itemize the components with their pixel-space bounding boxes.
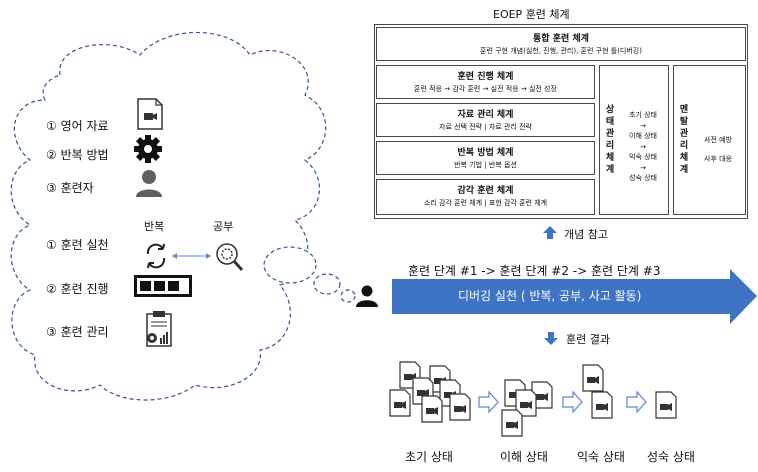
gear-icon [134, 135, 162, 163]
result-initial: 초기 상태 [405, 450, 453, 464]
method-title: 반복 방법 체계 [457, 148, 514, 158]
clipboard-chart-icon [146, 311, 172, 347]
state-mgmt-title: 상태관리체계 [605, 105, 615, 175]
flow-arrow [626, 391, 647, 413]
refresh-icon [146, 243, 166, 269]
state-list: 초기 상태 → 이해 상태 → 익숙 상태 → 성숙 상태 [618, 110, 668, 184]
progress-system: 훈련 진행 체계 훈련 적응 → 감각 훈련 → 실전 적응 → 실전 성장 [376, 65, 595, 99]
document-video-icon [137, 98, 163, 130]
thinker-person-icon [356, 285, 378, 307]
cloud-item-trainee: ③ 훈련자 [46, 181, 94, 195]
training-stages: 훈련 단계 #1 -> 훈련 단계 #2 -> 훈련 단계 #3 [408, 264, 661, 278]
framework-container [374, 24, 748, 219]
mental-mgmt-title: 멘탈관리체계 [679, 105, 689, 175]
result-familiar: 익숙 상태 [577, 450, 625, 464]
state-item: 이해 상태 [629, 132, 657, 140]
flow-arrow [478, 391, 499, 413]
state-item: 익숙 상태 [629, 153, 657, 161]
mature-state-document [655, 391, 677, 419]
debugging-practice-label: 디버깅 실천 ( 반복, 공부, 사고 활동) [458, 289, 642, 303]
mental-item: 사후 대응 [704, 155, 732, 163]
material-sub: 자료 선택 전략 | 자료 관리 전략 [439, 123, 532, 131]
progress-sub: 훈련 적응 → 감각 훈련 → 실전 적응 → 실전 성장 [414, 85, 557, 93]
integrated-training-system: 통합 훈련 체계 훈련 구현 개념(실천, 진행, 관리), 훈련 구현 틀(디… [376, 27, 746, 61]
gear-magnifier-icon [216, 243, 244, 271]
method-system: 반복 방법 체계 반복 기법 | 반복 옵션 [376, 141, 595, 175]
familiar-state-documents [582, 364, 613, 419]
cloud-item-training-progress: ② 훈련 진행 [46, 282, 109, 296]
sense-title: 감각 훈련 체계 [457, 186, 514, 196]
down-arrow-icon [544, 332, 558, 345]
material-title: 자료 관리 체계 [457, 110, 514, 120]
flow-arrow [562, 391, 583, 413]
sense-sub: 소리 감각 훈련 체계 | 표현 감각 훈련 체계 [423, 199, 548, 207]
debugging-arrow [392, 269, 757, 324]
understanding-state-documents [501, 379, 553, 437]
state-item: 초기 상태 [629, 111, 657, 119]
state-item: 성숙 상태 [629, 174, 657, 182]
integrated-sub: 훈련 구현 개념(실천, 진행, 관리), 훈련 구현 틀(디버깅) [480, 47, 642, 55]
result-mature: 성숙 상태 [647, 450, 695, 464]
result-understanding: 이해 상태 [500, 450, 548, 464]
method-sub: 반복 기법 | 반복 옵션 [454, 161, 517, 169]
material-system: 자료 관리 체계 자료 선택 전략 | 자료 관리 전략 [376, 103, 595, 137]
thought-cloud [10, 31, 356, 401]
progress-title: 훈련 진행 체계 [457, 72, 514, 82]
state-arrow: → [640, 121, 646, 130]
up-arrow-icon [543, 226, 557, 239]
concept-reference-label: 개념 참고 [564, 228, 608, 241]
state-arrow: → [640, 163, 646, 172]
mental-item: 사전 예방 [704, 136, 732, 144]
cloud-item-training-practice: ① 훈련 실천 [46, 238, 109, 252]
repeat-label: 반복 [144, 220, 165, 233]
initial-state-documents [389, 361, 471, 423]
state-management-system [599, 65, 669, 215]
state-arrow: → [640, 142, 646, 151]
mental-list: 사전 예방 사후 대응 [693, 131, 743, 169]
cloud-item-english-material: ① 영어 자료 [46, 119, 109, 133]
framework-title: EOEP 훈련 체계 [493, 8, 570, 21]
sense-system: 감각 훈련 체계 소리 감각 훈련 체계 | 표현 감각 훈련 체계 [376, 179, 595, 215]
cloud-item-repeat-method: ② 반복 방법 [46, 148, 109, 162]
cloud-item-training-management: ③ 훈련 관리 [46, 325, 109, 339]
person-icon [136, 170, 162, 197]
repeat-study-diagram [146, 243, 244, 271]
result-diagram [389, 361, 677, 437]
integrated-title: 통합 훈련 체계 [533, 34, 589, 44]
training-result-label: 훈련 결과 [566, 333, 610, 346]
progress-bar-icon [134, 275, 192, 297]
mental-management-system [673, 65, 746, 215]
study-label: 공부 [213, 220, 234, 233]
